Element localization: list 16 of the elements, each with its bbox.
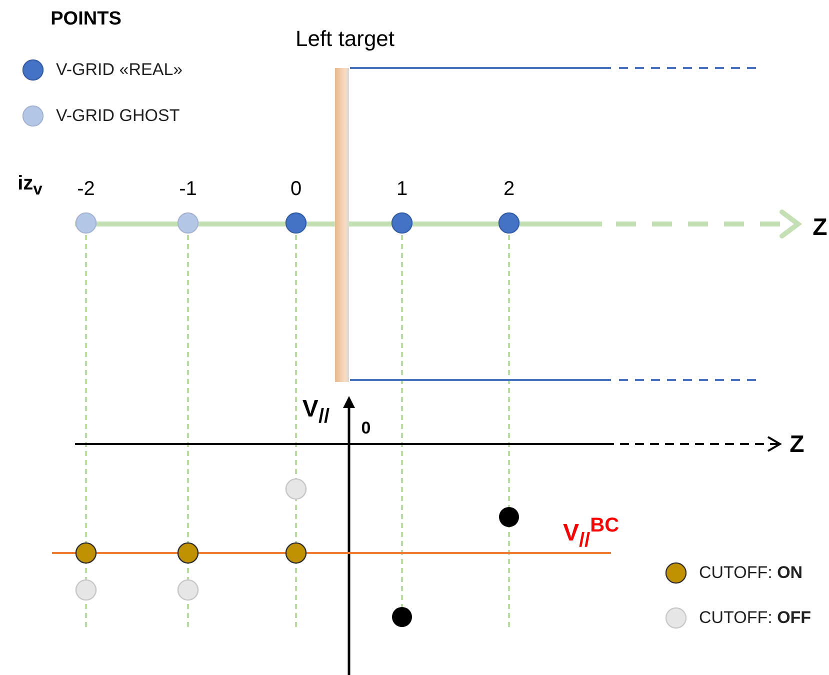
axis-label: Z xyxy=(790,433,804,457)
axis-label: V$_{//}$ xyxy=(302,398,330,426)
axis-label: iz$_{v}$ xyxy=(18,174,42,198)
index-label: 2 xyxy=(503,179,515,199)
index-label: 1 xyxy=(396,179,408,199)
axis-label: Z xyxy=(812,216,828,240)
target-label: Left target xyxy=(295,26,395,53)
index-label: -2 xyxy=(77,179,95,199)
legend-label: V-GRID «REAL» xyxy=(56,60,183,80)
legend-label: CUTOFF: ON xyxy=(699,563,803,583)
legend-label: V-GRID GHOST xyxy=(56,106,180,126)
index-label: 0 xyxy=(290,179,302,199)
index-label: -1 xyxy=(179,179,197,199)
legend-label: CUTOFF: OFF xyxy=(699,608,812,628)
legend-heading: POINTS xyxy=(50,10,122,28)
origin-label: 0 xyxy=(361,420,371,436)
